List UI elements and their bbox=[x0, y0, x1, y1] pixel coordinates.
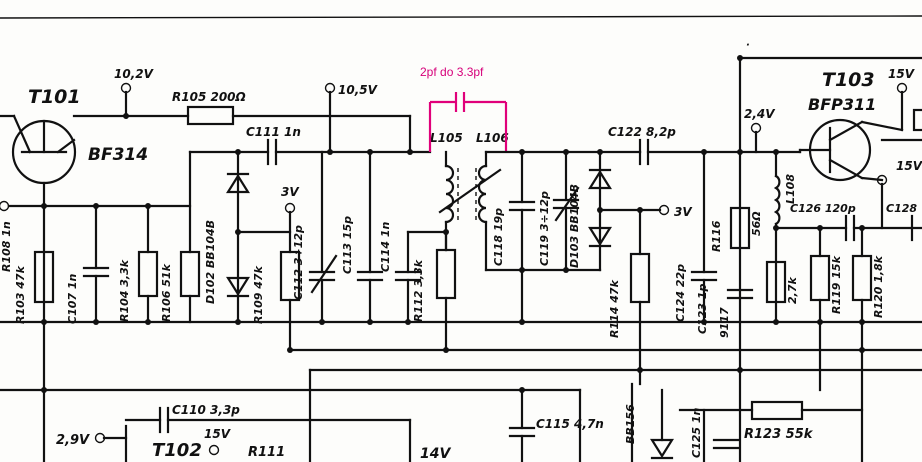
r120-label: R120 1,8k bbox=[872, 255, 885, 318]
voltage-15v-b: 15V bbox=[896, 159, 922, 173]
junction-dots bbox=[41, 113, 865, 393]
c128-label: C128 bbox=[886, 202, 917, 215]
r108-label: R108 1n bbox=[0, 221, 13, 272]
r118-label: 2,7k bbox=[786, 277, 799, 304]
t103-ref: T103 bbox=[822, 69, 875, 91]
r123-label: R123 55k bbox=[744, 427, 814, 442]
resistor-r112 bbox=[435, 248, 457, 300]
voltage-2-4v: 2,4V bbox=[744, 107, 776, 121]
c115-label: C115 4,7n bbox=[536, 417, 604, 431]
frame-line bbox=[0, 15, 922, 19]
c119-label: C119 3÷12p bbox=[538, 191, 551, 266]
c123-label: C123 1p bbox=[696, 283, 709, 334]
d102-label: D102 BB104B bbox=[204, 220, 217, 304]
c126-label: C126 120p bbox=[790, 202, 856, 215]
l105-label: L105 bbox=[430, 131, 463, 145]
t101-type: BF314 bbox=[88, 145, 148, 165]
resistor-r114 bbox=[629, 252, 651, 304]
resistor-r120 bbox=[851, 254, 873, 302]
c125-label: C125 1n bbox=[690, 407, 703, 458]
voltage-10-2v: 10,2V bbox=[114, 67, 155, 81]
r111-label: R111 bbox=[248, 445, 285, 460]
voltage-3v-left: 3V bbox=[281, 185, 300, 199]
voltage-10-5v: 10,5V bbox=[338, 83, 379, 97]
inductor-l108 bbox=[773, 174, 781, 226]
resistor-r119 bbox=[809, 254, 831, 302]
c110-label: C110 3,3p bbox=[172, 403, 240, 417]
resistor-r123 bbox=[750, 400, 804, 421]
resistor-r103 bbox=[33, 250, 55, 304]
voltage-3v-right: 3V bbox=[674, 205, 693, 219]
resistor-r104 bbox=[137, 250, 159, 298]
r103-label: R103 47k bbox=[14, 265, 27, 324]
voltage-2-9v: 2,9V bbox=[56, 433, 90, 448]
c113-label: C113 15p bbox=[341, 216, 354, 274]
c111-label: C111 1n bbox=[246, 125, 301, 139]
d104-label: BB156 bbox=[624, 404, 637, 444]
l108-label: L108 bbox=[784, 174, 797, 204]
c118-label: C118 19p bbox=[492, 208, 505, 266]
rail-mark: · bbox=[746, 40, 750, 51]
diode-d103 bbox=[588, 168, 612, 248]
l106-label: L106 bbox=[476, 131, 509, 145]
c112-label: C112 3÷12p bbox=[292, 225, 305, 300]
resistor-r116 bbox=[729, 206, 751, 250]
voltage-14v: 14V bbox=[420, 446, 451, 462]
resistor-r105 bbox=[186, 105, 235, 126]
transistor-t103 bbox=[798, 118, 872, 182]
r106-label: R106 51k bbox=[160, 263, 173, 322]
r104-label: R104 3,3k bbox=[118, 259, 131, 322]
annotation-capacitor bbox=[428, 92, 508, 152]
diode-d102 bbox=[226, 172, 250, 298]
c114-label: C114 1n bbox=[379, 221, 392, 272]
resistor-r106 bbox=[179, 250, 201, 298]
r109-label: R109 47k bbox=[252, 265, 265, 324]
voltage-15v-a: 15V bbox=[888, 67, 916, 81]
r119-label: R119 15k bbox=[830, 255, 843, 314]
diode-bb156 bbox=[650, 438, 674, 459]
input-terminal bbox=[0, 200, 10, 212]
annotation-text: 2pf do 3.3pf bbox=[420, 65, 484, 79]
c124-label: C124 22p bbox=[674, 264, 687, 322]
r112-label: R112 3,3k bbox=[412, 259, 425, 322]
voltage-15v-c: 15V bbox=[204, 427, 232, 441]
t103-type: BFP311 bbox=[808, 95, 876, 114]
inductor-l106 bbox=[438, 150, 502, 272]
r105-label: R105 200Ω bbox=[172, 90, 246, 104]
c107-label: C107 1n bbox=[66, 273, 79, 324]
capacitor-c107 bbox=[82, 204, 110, 324]
r117-label: 56Ω bbox=[750, 211, 763, 236]
t101-ref: T101 bbox=[28, 86, 81, 108]
r116-label: R116 bbox=[710, 220, 723, 252]
r114-label: R114 47k bbox=[608, 279, 621, 338]
c122-label: C122 8,2p bbox=[608, 125, 676, 139]
transistor-t101 bbox=[0, 114, 77, 462]
t102-ref: T102 bbox=[152, 440, 202, 461]
d103-label: D103 BB104B bbox=[568, 184, 581, 268]
